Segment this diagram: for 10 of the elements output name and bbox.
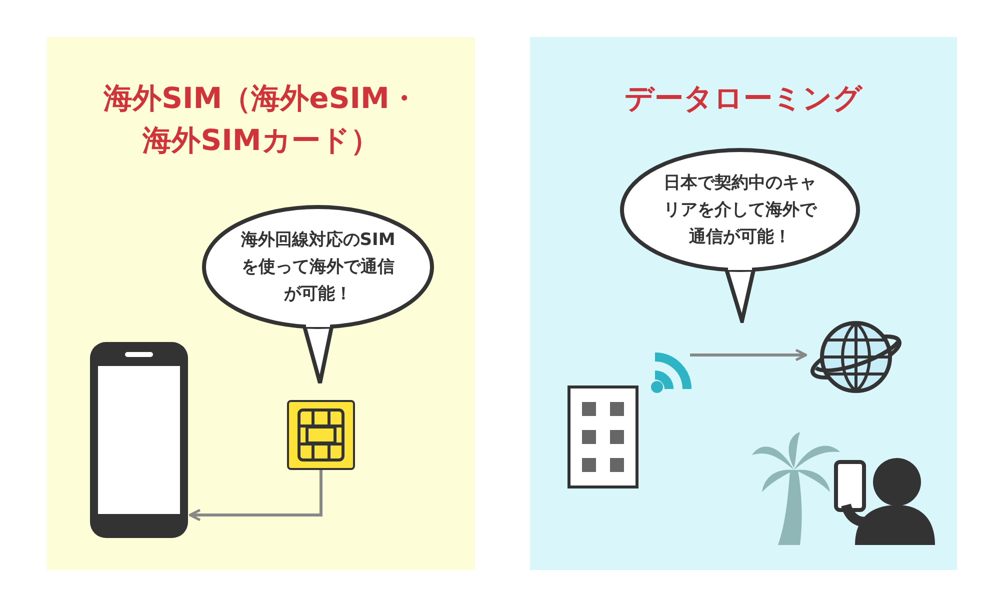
panel-title: 海外SIM（海外eSIM・海外SIMカード） (102, 80, 420, 159)
sim-card-icon (287, 400, 355, 470)
panel (530, 37, 957, 570)
smartphone-icon (88, 340, 190, 540)
arrow (188, 470, 322, 522)
bubble-text: 日本で契約中のキャリアを介して海外で通信が可能！ (662, 172, 818, 249)
arrow (690, 348, 808, 362)
bubble-text: 海外回線対応のSIMを使って海外で通信が可能！ (240, 229, 396, 306)
panel-title: データローミング (624, 80, 864, 117)
panel (47, 37, 475, 570)
